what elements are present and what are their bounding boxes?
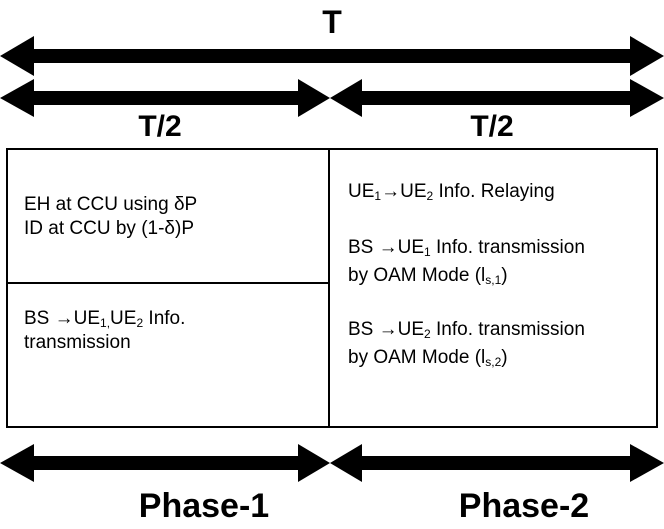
phase2-ue1-transmission-text: BS →UE1 Info. transmission by OAM Mode (… (348, 237, 585, 287)
phase1-eh-text: EH at CCU using δP ID at CCU by (1-δ)P (24, 193, 197, 241)
right-arrow-icon: → (378, 319, 398, 340)
right-arrow-icon: → (381, 181, 401, 202)
phase2-label: Phase-2 (458, 487, 590, 525)
id-line: ID at CCU by (1-δ)P (24, 218, 194, 239)
right-arrow-icon: → (378, 237, 398, 258)
phase1-bottom-cell (6, 282, 330, 428)
half-period-arrow-left (0, 79, 330, 117)
half-period-label-left: T/2 (138, 110, 182, 143)
transmission-line: transmission (24, 332, 131, 353)
phase2-arrow (330, 444, 664, 482)
phase1-label: Phase-1 (138, 487, 270, 525)
bs-ue-line: BS →UE1,UE2 Info. (24, 308, 186, 330)
full-period-arrow (0, 36, 664, 76)
half-period-arrow-right (330, 79, 664, 117)
phase2-ue2-transmission-text: BS →UE2 Info. transmission by OAM Mode (… (348, 319, 585, 369)
full-period-label: T (322, 4, 342, 40)
eh-line: EH at CCU using δP (24, 194, 198, 215)
phase1-arrow (0, 444, 330, 482)
phase2-relaying-text: UE1→UE2 Info. Relaying (348, 181, 555, 203)
phase2-cell (328, 148, 658, 428)
right-arrow-icon: → (54, 308, 74, 329)
half-period-label-right: T/2 (470, 110, 514, 143)
phase1-bs-text: BS →UE1,UE2 Info. transmission (24, 307, 185, 355)
